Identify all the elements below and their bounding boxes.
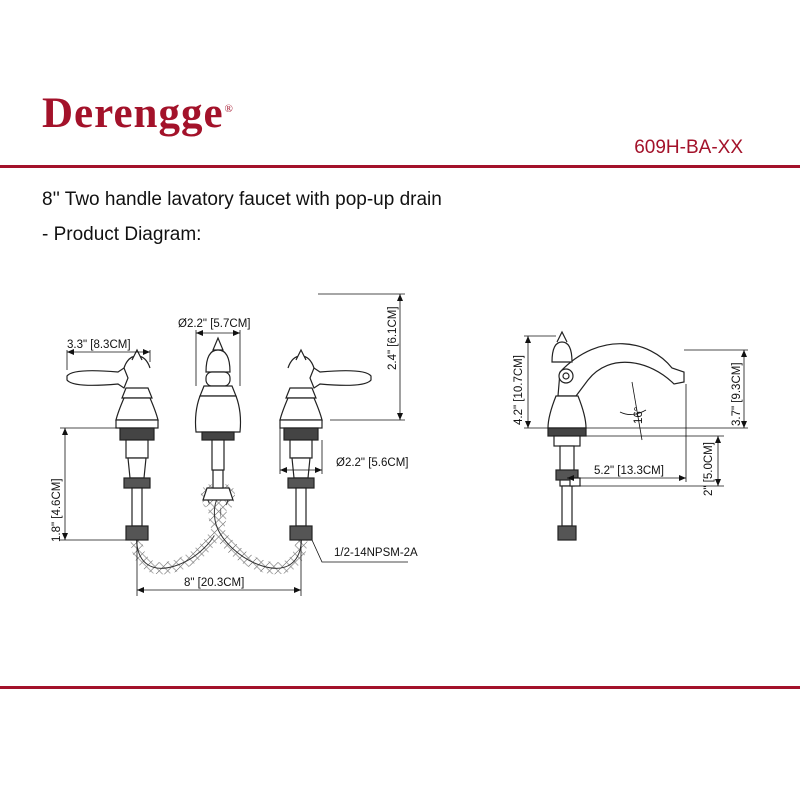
- front-view: [66, 336, 372, 575]
- dim-center-spread: 8" [20.3CM]: [184, 577, 244, 589]
- diagram-heading: - Product Diagram:: [42, 224, 202, 245]
- dim-total-height: 4.2" [10.7CM]: [513, 355, 525, 425]
- model-code: 609H-BA-XX: [634, 137, 743, 158]
- spout-front: [194, 336, 242, 471]
- left-lever: [66, 367, 129, 389]
- dim-shank-length: 1.8" [4.6CM]: [51, 478, 63, 542]
- dim-handle-width: 3.3" [8.3CM]: [67, 339, 131, 351]
- product-title: 8'' Two handle lavatory faucet with pop-…: [42, 189, 442, 210]
- footer-rule: [0, 686, 800, 689]
- dim-thread-spec: 1/2-14NPSM-2A: [334, 547, 418, 559]
- dim-spout-diameter: Ø2.2" [5.7CM]: [178, 318, 250, 330]
- right-lever: [309, 367, 372, 389]
- side-spout-arm: [557, 343, 685, 397]
- brand-name: Derengge: [42, 90, 224, 137]
- dimension-annotations: 3.3" [8.3CM] Ø2.2" [5.7CM] 2.4" [6.1CM] …: [51, 293, 748, 596]
- tee-connector: [202, 487, 234, 501]
- brand-logo: Derengge®: [42, 92, 234, 135]
- dim-spout-reach: 5.2" [13.3CM]: [594, 465, 664, 477]
- dim-spout-angle: 16°: [633, 407, 645, 424]
- dim-outlet-height: 3.7" [9.3CM]: [731, 362, 743, 426]
- left-handle[interactable]: [66, 348, 159, 541]
- header-rule: [0, 165, 800, 168]
- dim-spout-height: 2.4" [6.1CM]: [387, 306, 399, 370]
- supply-hose-left: [130, 484, 227, 575]
- dim-drain-length: 2" [5.0CM]: [703, 442, 715, 496]
- registered-mark: ®: [224, 102, 234, 115]
- right-handle[interactable]: [279, 348, 372, 541]
- dim-valve-diameter: Ø2.2" [5.6CM]: [336, 457, 408, 469]
